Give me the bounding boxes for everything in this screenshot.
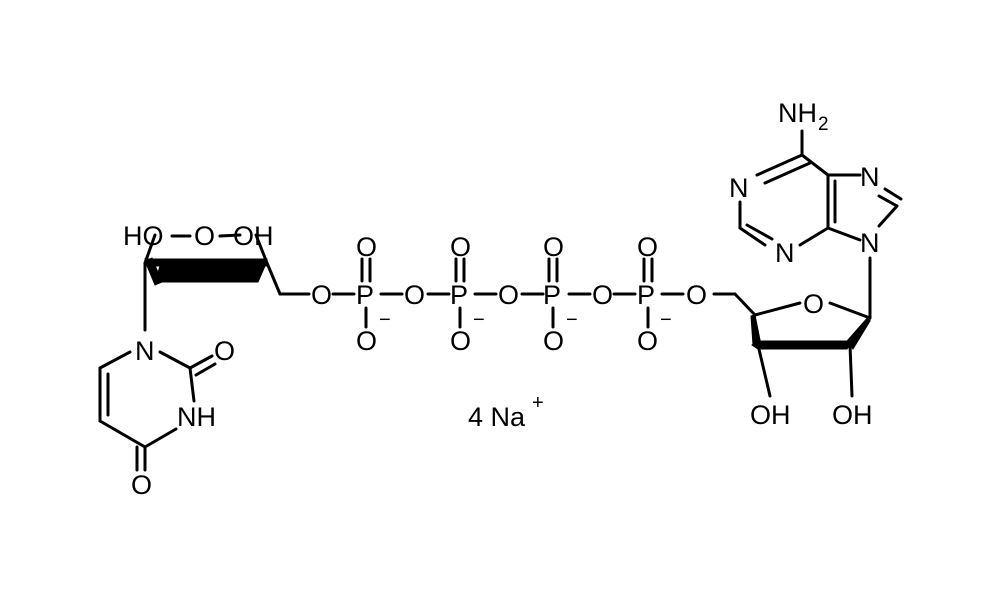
uracil-c2-oxygen: O (214, 336, 235, 366)
negative-charge-2: − (473, 309, 485, 331)
negative-charge-1: − (379, 309, 391, 331)
uracil-n1-label: N (135, 336, 155, 366)
ring-oxygen-left: O (194, 221, 215, 251)
phosphorus-1: P (356, 280, 374, 310)
purine-n1-label: N (729, 173, 749, 203)
atom-labels: NH 2 N N N N O OH OH O P O P O P O P O O… (123, 98, 880, 500)
bridge-oxygen-4: O (592, 280, 613, 310)
phosphoryl-oxygen-1: O (356, 232, 377, 262)
phosphoryl-oxygen-2: O (450, 232, 471, 262)
bridge-oxygen-2: O (404, 280, 425, 310)
hydroxyl-left-sugar-a: HO (123, 221, 164, 251)
bond-lines (98, 129, 903, 472)
anionic-oxygen-2: O (450, 326, 471, 356)
amine-label: NH (778, 98, 817, 128)
bridge-oxygen-1: O (311, 280, 332, 310)
purine-n9-label: N (860, 228, 880, 258)
stereo-bonds (144, 257, 871, 350)
bridge-oxygen-3: O (498, 280, 519, 310)
purine-n7-label: N (860, 162, 880, 192)
phosphoryl-oxygen-3: O (543, 232, 564, 262)
hydroxyl-3prime-right: OH (750, 400, 791, 430)
sodium-charge: + (532, 392, 544, 414)
negative-charge-3: − (566, 309, 578, 331)
anionic-oxygen-1: O (356, 326, 377, 356)
bridge-oxygen-5: O (686, 280, 707, 310)
hydroxyl-left-sugar-b: OH (233, 221, 274, 251)
sodium-counterion: 4 Na (468, 402, 526, 432)
phosphorus-2: P (450, 280, 468, 310)
phosphorus-4: P (637, 280, 655, 310)
purine-n3-label: N (775, 238, 795, 268)
uracil-c4-oxygen: O (131, 470, 152, 500)
uracil-n3h-label: NH (177, 402, 216, 432)
hydroxyl-2prime-right: OH (832, 400, 873, 430)
negative-charge-4: − (660, 309, 672, 331)
phosphoryl-oxygen-4: O (637, 232, 658, 262)
ribose-ring-oxygen-right: O (803, 289, 824, 319)
anionic-oxygen-3: O (543, 326, 564, 356)
anionic-oxygen-4: O (637, 326, 658, 356)
phosphorus-3: P (543, 280, 561, 310)
amine-subscript: 2 (818, 114, 829, 135)
